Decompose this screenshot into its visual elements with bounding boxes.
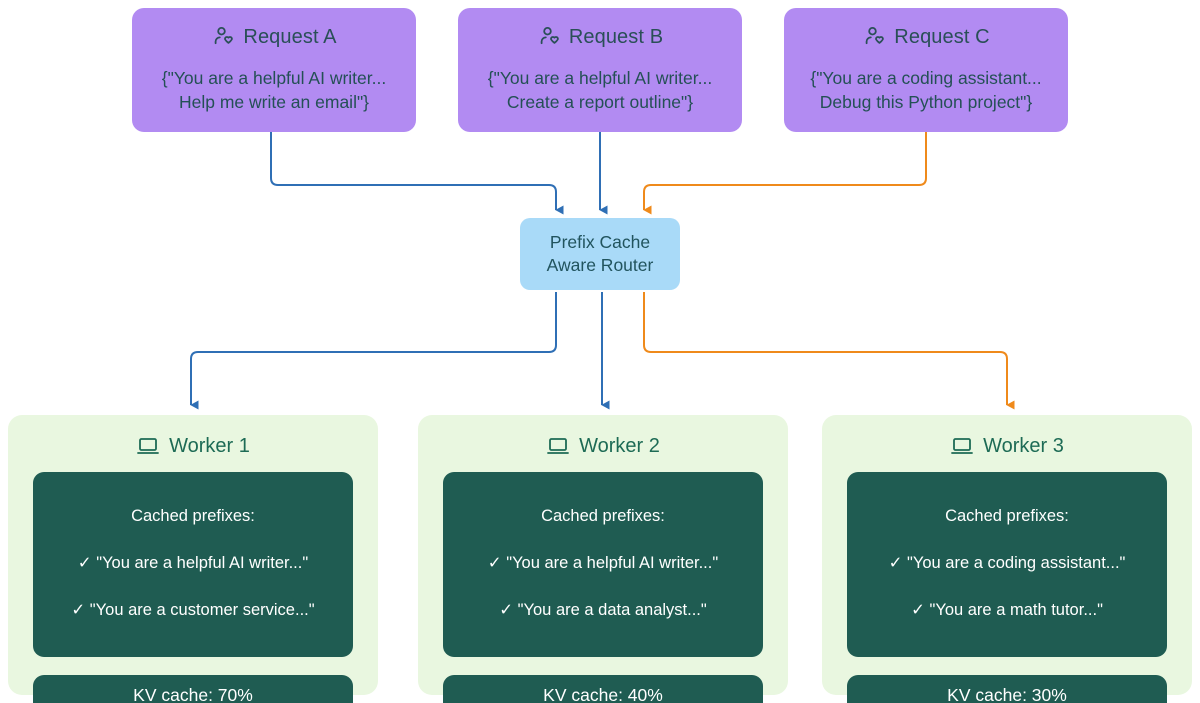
worker-1-prefixes-label: Cached prefixes:	[131, 507, 255, 526]
worker-3-header: Worker 3	[847, 429, 1167, 463]
request-b-header: Request B	[468, 22, 732, 52]
worker-3-prefixes-label: Cached prefixes:	[945, 507, 1069, 526]
request-c-title: Request C	[894, 25, 990, 48]
router-label: Prefix Cache Aware Router	[546, 231, 654, 275]
worker-panel-2[interactable]: Worker 2 Cached prefixes: ✓ "You are a h…	[418, 415, 788, 703]
request-card-b[interactable]: Request B {"You are a helpful AI writer.…	[458, 8, 742, 132]
worker-2-cached-prefixes-box: Cached prefixes: ✓ "You are a helpful AI…	[443, 472, 763, 657]
worker-panel-1[interactable]: Worker 1 Cached prefixes: ✓ "You are a h…	[8, 415, 378, 703]
request-b-title: Request B	[568, 25, 664, 48]
prefix-cache-aware-router-node[interactable]: Prefix Cache Aware Router	[520, 218, 680, 290]
worker-2-prefix-item: ✓ "You are a data analyst..."	[499, 601, 707, 620]
worker-1-header: Worker 1	[33, 429, 353, 463]
worker-1-prefix-item: ✓ "You are a helpful AI writer..."	[77, 554, 309, 573]
worker-2-kv-cache-box: KV cache: 40%	[443, 674, 763, 703]
worker-2-prefix-item: ✓ "You are a helpful AI writer..."	[487, 554, 719, 573]
worker-2-title: Worker 2	[579, 434, 660, 457]
connector-router-to-worker-1	[190, 292, 557, 410]
user-heart-icon	[862, 25, 886, 49]
user-heart-icon	[537, 25, 561, 49]
laptop-icon	[950, 434, 974, 458]
request-card-a[interactable]: Request A {"You are a helpful AI writer.…	[132, 8, 416, 132]
worker-1-cached-prefixes-box: Cached prefixes: ✓ "You are a helpful AI…	[33, 472, 353, 657]
worker-1-kv-cache-box: KV cache: 70%	[33, 674, 353, 703]
worker-1-kv-cache-value: KV cache: 70%	[133, 685, 253, 703]
request-a-header: Request A	[142, 22, 406, 52]
request-c-header: Request C	[794, 22, 1058, 52]
worker-1-title: Worker 1	[169, 434, 250, 457]
connector-request-c-to-router	[643, 128, 927, 215]
worker-3-title: Worker 3	[983, 434, 1064, 457]
request-c-payload: {"You are a coding assistant... Debug th…	[810, 68, 1042, 113]
worker-3-kv-cache-box: KV cache: 30%	[847, 674, 1167, 703]
worker-3-kv-cache-value: KV cache: 30%	[947, 685, 1067, 703]
worker-1-prefix-item: ✓ "You are a customer service..."	[71, 601, 315, 620]
connector-router-to-worker-3	[643, 292, 1015, 410]
laptop-icon	[546, 434, 570, 458]
worker-3-prefix-item: ✓ "You are a coding assistant..."	[888, 554, 1126, 573]
worker-2-header: Worker 2	[443, 429, 763, 463]
request-b-payload: {"You are a helpful AI writer... Create …	[487, 68, 713, 113]
request-a-payload: {"You are a helpful AI writer... Help me…	[161, 68, 387, 113]
request-a-title: Request A	[243, 25, 337, 48]
worker-2-prefixes-label: Cached prefixes:	[541, 507, 665, 526]
laptop-icon	[136, 434, 160, 458]
worker-3-prefix-item: ✓ "You are a math tutor..."	[911, 601, 1103, 620]
request-card-c[interactable]: Request C {"You are a coding assistant..…	[784, 8, 1068, 132]
worker-panel-3[interactable]: Worker 3 Cached prefixes: ✓ "You are a c…	[822, 415, 1192, 703]
worker-3-cached-prefixes-box: Cached prefixes: ✓ "You are a coding ass…	[847, 472, 1167, 657]
worker-2-kv-cache-value: KV cache: 40%	[543, 685, 663, 703]
connector-request-a-to-router	[270, 128, 564, 215]
user-heart-icon	[211, 25, 235, 49]
